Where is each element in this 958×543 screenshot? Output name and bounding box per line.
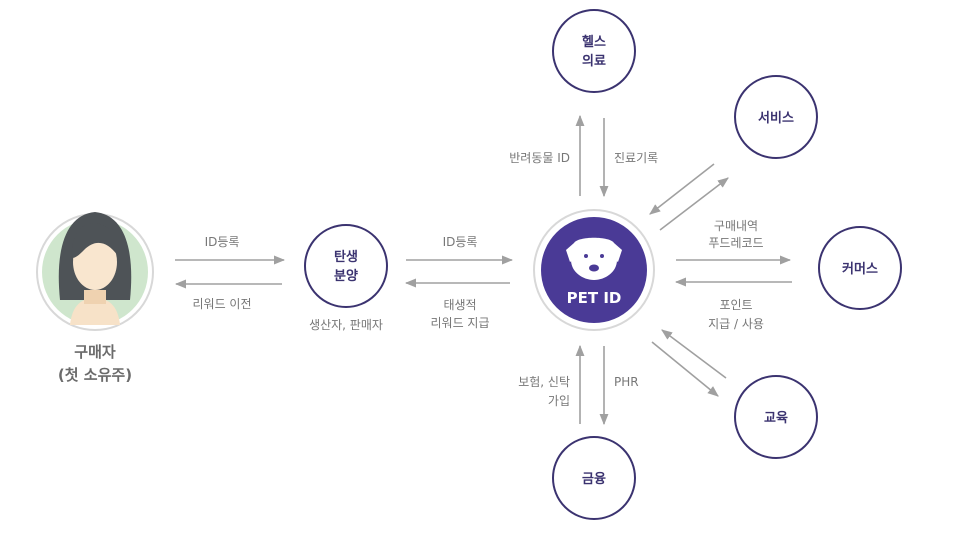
arrow-hub-to-education xyxy=(651,341,719,397)
arrow-hub-to-service xyxy=(659,177,729,231)
edge-label-hub-to-breeder-2: 리워드 지급 xyxy=(430,316,489,330)
health-node: 헬스 의료 xyxy=(552,9,636,93)
education-label: 교육 xyxy=(764,410,788,426)
service-node: 서비스 xyxy=(734,75,818,159)
buyer-node: 구매자 (첫 소유주) xyxy=(36,212,154,384)
arrow-service-to-hub xyxy=(649,163,715,215)
health-label-line1: 헬스 xyxy=(582,34,606,50)
dog-icon xyxy=(566,237,622,280)
arrow-education-to-hub xyxy=(661,329,727,379)
edge-label-hub-to-commerce-1: 구매내역 xyxy=(714,219,758,233)
buyer-label-line1: 구매자 xyxy=(74,343,116,361)
commerce-label: 커머스 xyxy=(842,261,878,277)
edge-label-finance-to-hub-2: 가입 xyxy=(548,394,570,408)
edge-label-health-to-hub: 진료기록 xyxy=(614,151,658,165)
edge-label-finance-to-hub-1: 보험, 신탁 xyxy=(518,375,570,389)
edge-label-breeder-to-buyer: 리워드 이전 xyxy=(192,297,251,311)
buyer-label-line2: (첫 소유주) xyxy=(58,366,132,384)
breeder-node: 탄생 분양 생산자, 판매자 xyxy=(304,224,388,332)
edge-label-hub-to-commerce-2: 푸드레코드 xyxy=(708,236,763,250)
hub-label: PET ID xyxy=(567,289,622,307)
edge-label-hub-to-health: 반려동물 ID xyxy=(509,151,570,165)
edge-label-hub-to-breeder-1: 태생적 xyxy=(443,298,476,312)
finance-label: 금융 xyxy=(582,471,606,487)
service-label: 서비스 xyxy=(758,111,794,126)
breeder-caption: 생산자, 판매자 xyxy=(309,318,383,332)
edge-label-buyer-to-breeder: ID등록 xyxy=(205,235,240,249)
education-node: 교육 xyxy=(734,375,818,459)
edge-label-commerce-to-hub-2: 지급 / 사용 xyxy=(708,317,764,331)
edge-label-breeder-to-hub: ID등록 xyxy=(443,235,478,249)
breeder-label-line2: 분양 xyxy=(334,269,358,284)
edge-label-commerce-to-hub-1: 포인트 xyxy=(719,298,752,312)
finance-node: 금융 xyxy=(552,436,636,520)
health-label-line2: 의료 xyxy=(582,53,606,69)
breeder-label-line1: 탄생 xyxy=(334,249,358,265)
pet-id-hub: PET ID xyxy=(533,209,655,331)
buyer-avatar-icon xyxy=(58,212,132,325)
edge-label-hub-to-finance: PHR xyxy=(614,375,639,389)
commerce-node: 커머스 xyxy=(818,226,902,310)
